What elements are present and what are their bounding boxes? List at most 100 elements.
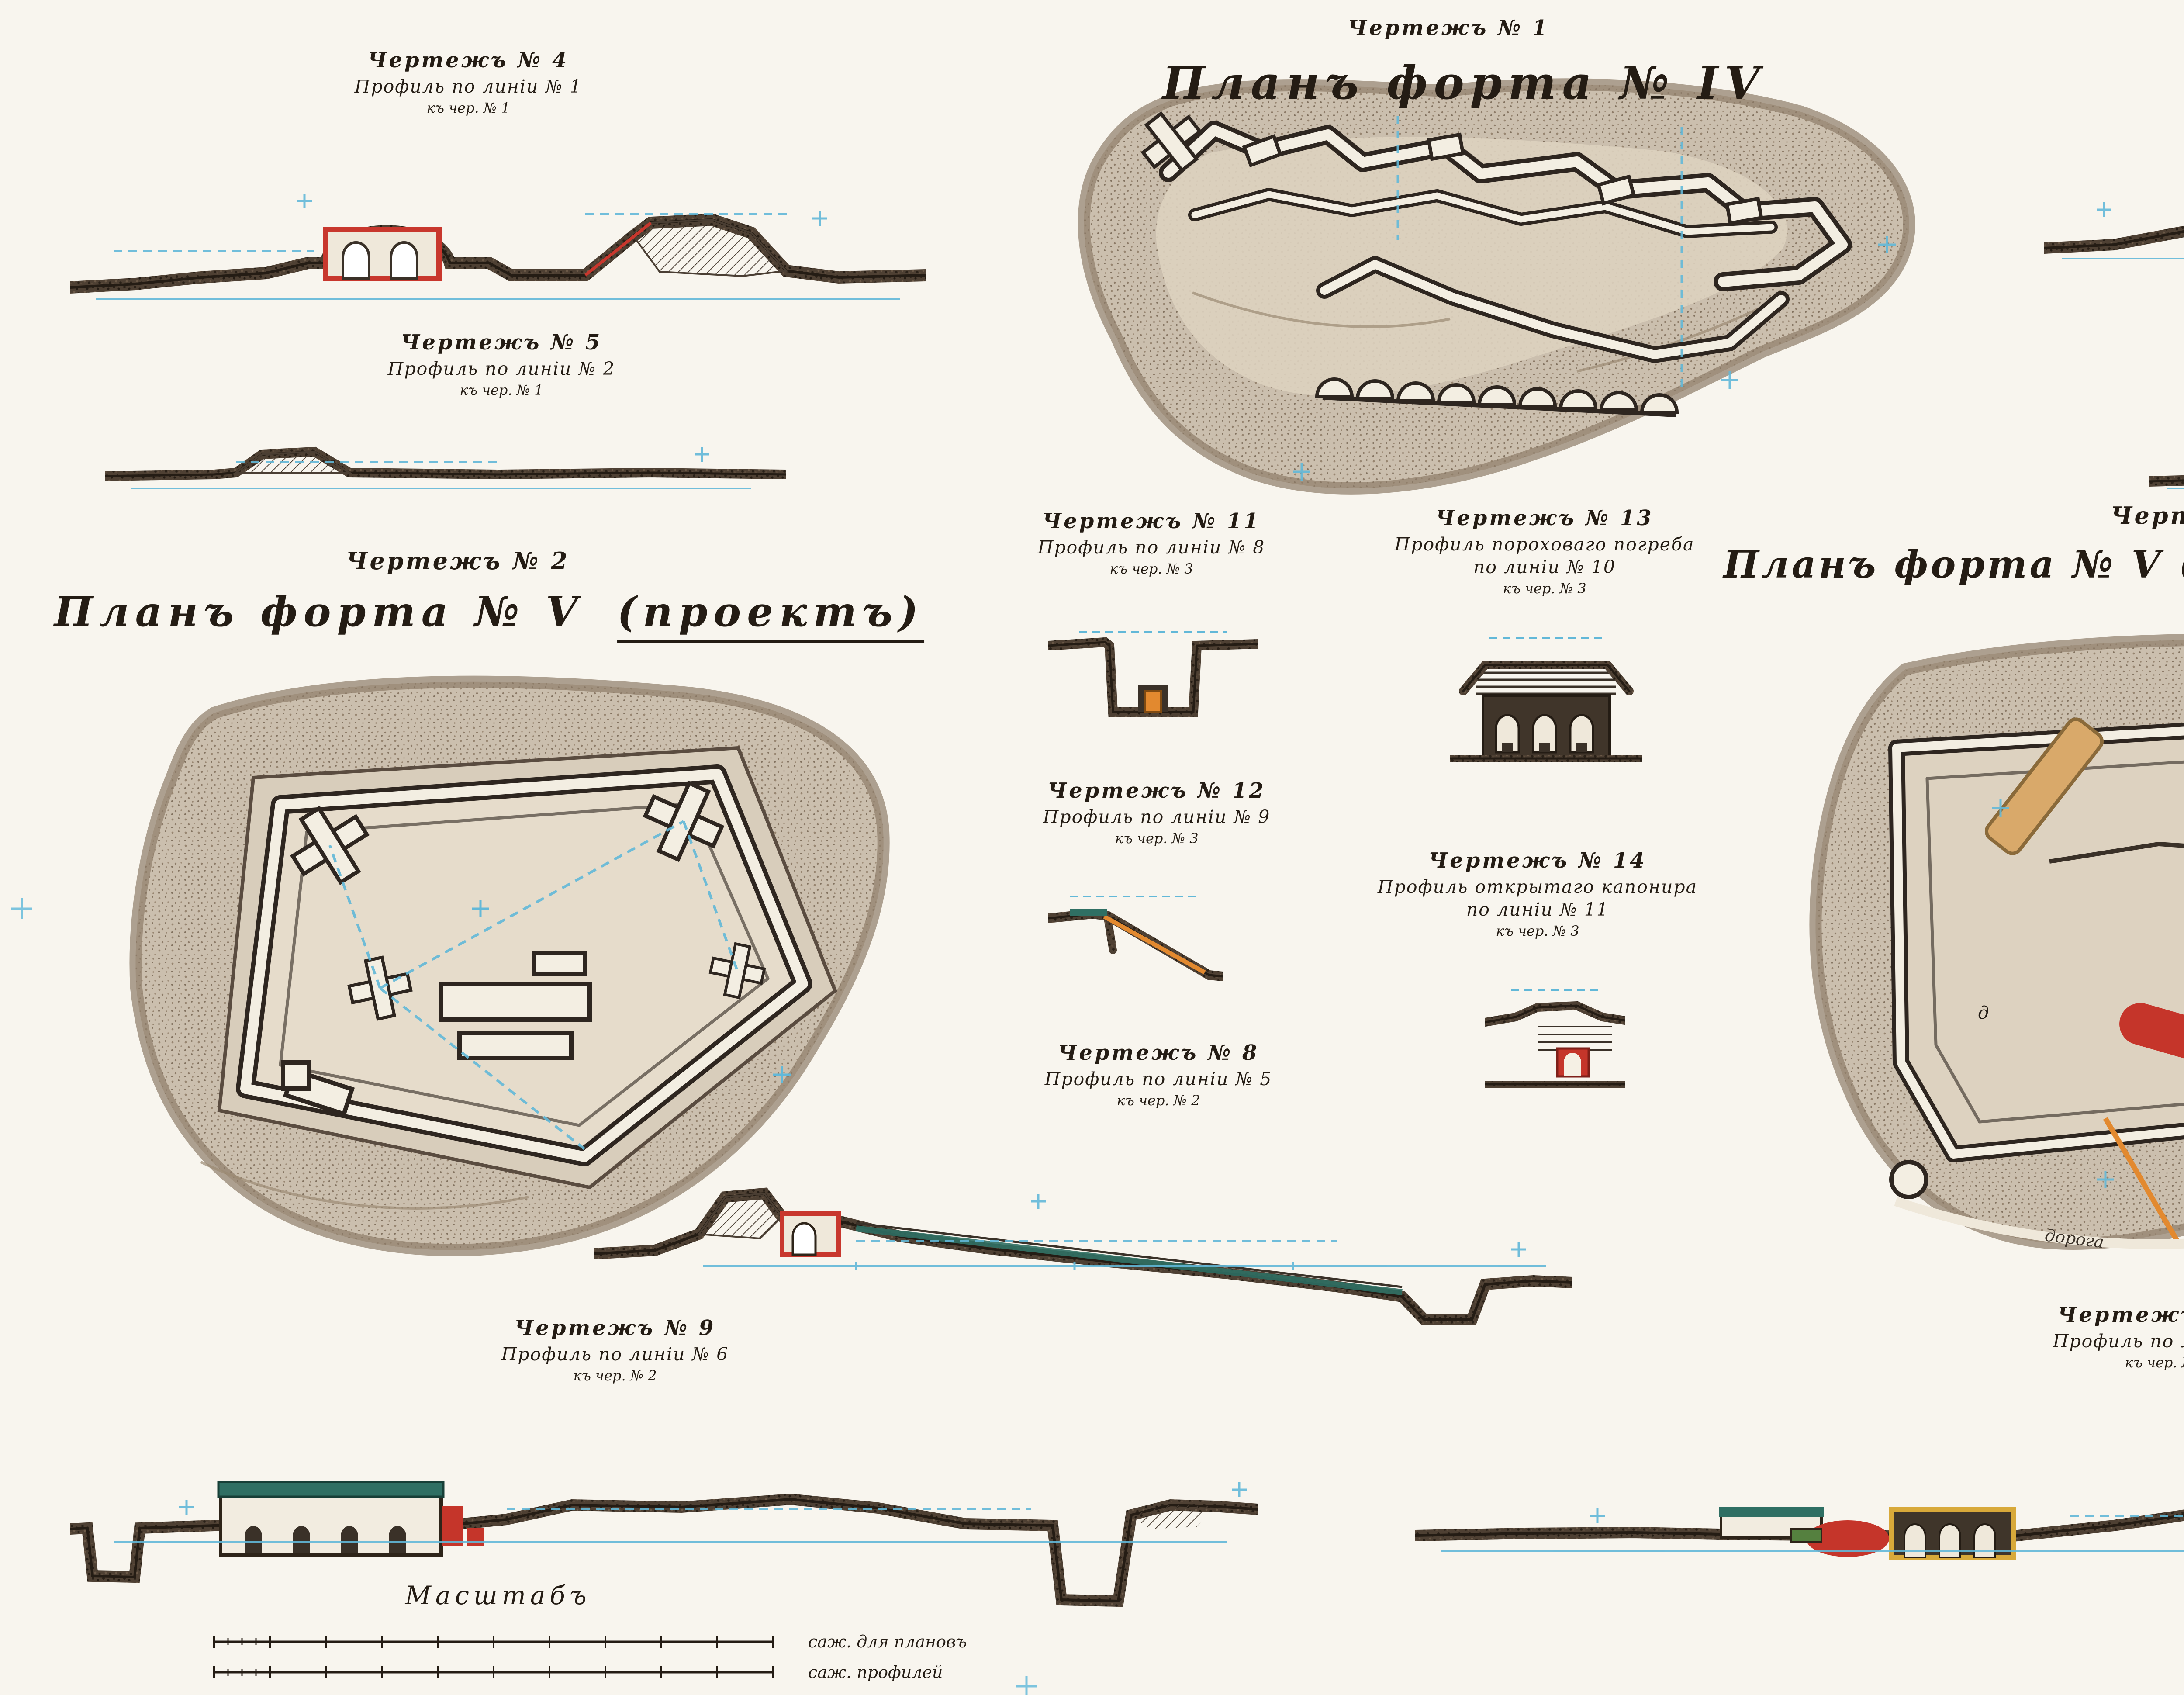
profile-line4-drawing	[2149, 475, 2184, 489]
drawing8-ref: къ чер. № 2	[1116, 1092, 1200, 1109]
terrain-surface	[70, 1493, 1258, 1607]
drawing11-subtitle: Профиль по линіи № 8	[1037, 537, 1265, 558]
profiles-scale-bar	[213, 1666, 774, 1678]
drawing13-subtitle: Профиль пороховаго погреба	[1394, 534, 1695, 555]
scale-bars	[213, 1636, 774, 1678]
fort5-state-title: Планъ форта № V (состояніе къ 17 Іюля)	[1723, 543, 2184, 587]
drawing13-number: Чертежъ № 13	[1435, 506, 1654, 530]
drawing12-header: Чертежъ № 12 Профиль по линіи № 9 къ чер…	[1043, 778, 1271, 847]
drawing14-subtitle2: по линіи № 11	[1466, 899, 1609, 920]
red-slope-line	[584, 221, 652, 277]
shell-stacks	[1502, 743, 1587, 752]
green-blindage	[1790, 1528, 1822, 1543]
rampart-outline	[1159, 121, 1852, 363]
registration-mark	[1016, 1676, 1037, 1695]
profile-line7-drawing	[1415, 1507, 2184, 1560]
drawing13-subtitle2: по линіи № 10	[1473, 557, 1616, 578]
orange-revetment	[1103, 914, 1206, 975]
drawing1-number: Чертежъ № 1	[1348, 16, 1549, 40]
fort4-plan-drawing	[1078, 78, 1915, 495]
parapet-hatch	[632, 218, 788, 277]
red-structures	[442, 1506, 484, 1546]
drawing4-header: Чертежъ № 4 Профиль по линіи № 1 къ чер.…	[355, 48, 582, 116]
drawing4-number: Чертежъ № 4	[367, 48, 569, 73]
scale-label-plans: саж. для плановъ	[808, 1632, 967, 1651]
profile-line6-drawing	[70, 1481, 1258, 1607]
barracks-blocks	[281, 951, 592, 1117]
drawing14-number: Чертежъ № 14	[1428, 848, 1647, 873]
mark-a: а	[2183, 844, 2184, 864]
drawing4-ref: къ чер. № 1	[426, 100, 510, 116]
casemate	[780, 1211, 841, 1257]
drawing5-number: Чертежъ № 5	[401, 330, 602, 355]
drawing13-header: Чертежъ № 13 Профиль пороховаго погреба …	[1395, 506, 1695, 597]
dimension-lines	[96, 194, 900, 300]
drawing9-number: Чертежъ № 9	[514, 1316, 716, 1340]
earth-ramps	[1984, 717, 2104, 855]
drawing9-subtitle: Профиль по линіи № 6	[501, 1344, 729, 1365]
drawing10-subtitle: Профиль по линіи № 7	[2053, 1331, 2184, 1352]
dimension-lines	[131, 447, 751, 489]
fort5-project-title: Планъ форта № V (проектъ)	[54, 588, 924, 643]
dimension-lines	[1293, 116, 1896, 481]
terrain-surface	[105, 446, 786, 481]
drawing9-header: Чертежъ № 9 Профиль по линіи № 6 къ чер.…	[501, 1316, 729, 1384]
registration-mark	[11, 898, 32, 919]
profile-line5-drawing	[594, 1187, 1572, 1325]
caponier-casemate	[1556, 1047, 1590, 1078]
drawing4-subtitle: Профиль по линіи № 1	[354, 76, 582, 97]
dimension-lines	[703, 1194, 1546, 1270]
powder-magazine-profile-drawing	[1450, 637, 1642, 762]
fort5-state-plan-drawing: дорога а б в г д	[1809, 634, 2184, 1252]
drawing5-subtitle: Профиль по линіи № 2	[387, 358, 615, 379]
terrain-surface	[70, 213, 926, 294]
drawing14-header: Чертежъ № 14 Профиль открытаго капонира …	[1378, 848, 1697, 939]
open-caponier-profile-drawing	[1485, 989, 1625, 1088]
terrain-surface	[2149, 475, 2184, 487]
casemate	[323, 227, 442, 281]
drawing5-header: Чертежъ № 5 Профиль по линіи № 2 къ чер.…	[388, 330, 615, 398]
earth-cover	[1459, 661, 1634, 695]
barracks-windows	[245, 1526, 406, 1553]
feature-letters: а б в г д	[1978, 844, 2184, 1023]
profile-line8-drawing	[1048, 631, 1258, 717]
fort5-project-plan-drawing	[129, 675, 890, 1256]
drawing3-header: Чертежъ № 3	[2111, 502, 2184, 529]
fort4-plan-title: Планъ форта № IV	[1162, 56, 1766, 110]
drawing12-number: Чертежъ № 12	[1047, 778, 1266, 803]
drawing8-header: Чертежъ № 8 Профиль по линіи № 5 къ чер.…	[1045, 1041, 1272, 1109]
counterscarp-hatch	[1131, 1505, 1214, 1529]
dimension-lines	[328, 820, 739, 1150]
profile-line3-drawing	[2044, 202, 2184, 259]
road-line	[1894, 1197, 2184, 1249]
rampart-outline	[236, 764, 812, 1166]
red-debris	[1806, 1520, 1889, 1557]
dimension-lines	[1441, 1508, 2184, 1552]
registration-crosses	[472, 900, 791, 1083]
traverses	[1242, 132, 1763, 225]
drawing11-ref: къ чер. № 3	[1109, 560, 1193, 577]
dimension-lines	[2062, 202, 2184, 259]
drawing10-header: Чертежъ № 10 Профиль по линіи № 7 къ чер…	[2053, 1303, 2184, 1371]
profile-line2-drawing	[105, 446, 786, 489]
shed-structure	[1719, 1507, 1824, 1539]
casemate-row	[1315, 377, 1679, 417]
profile-line1-drawing	[70, 194, 926, 300]
parapet-hatch	[233, 450, 353, 474]
terrain-surface	[1048, 637, 1258, 717]
drawing8-number: Чертежъ № 8	[1057, 1041, 1259, 1065]
dimension-lines	[1992, 799, 2114, 1188]
scale-label-profiles: саж. профилей	[808, 1663, 943, 1682]
drawing14-ref: къ чер. № 3	[1496, 923, 1579, 939]
drawing2-number: Чертежъ № 2	[346, 547, 570, 575]
profile-line9-drawing	[1048, 896, 1223, 981]
drawing9-ref: къ чер. № 2	[573, 1367, 657, 1384]
terrain-surface	[2044, 225, 2184, 254]
fort5-project-title-note: (проектъ)	[617, 588, 924, 643]
casemate	[1889, 1507, 2016, 1560]
interior-rampart-line	[2049, 841, 2184, 864]
roof-layers	[1476, 671, 1616, 695]
scale-title: Масштабъ	[405, 1581, 591, 1610]
teal-banquette	[1070, 909, 1107, 916]
